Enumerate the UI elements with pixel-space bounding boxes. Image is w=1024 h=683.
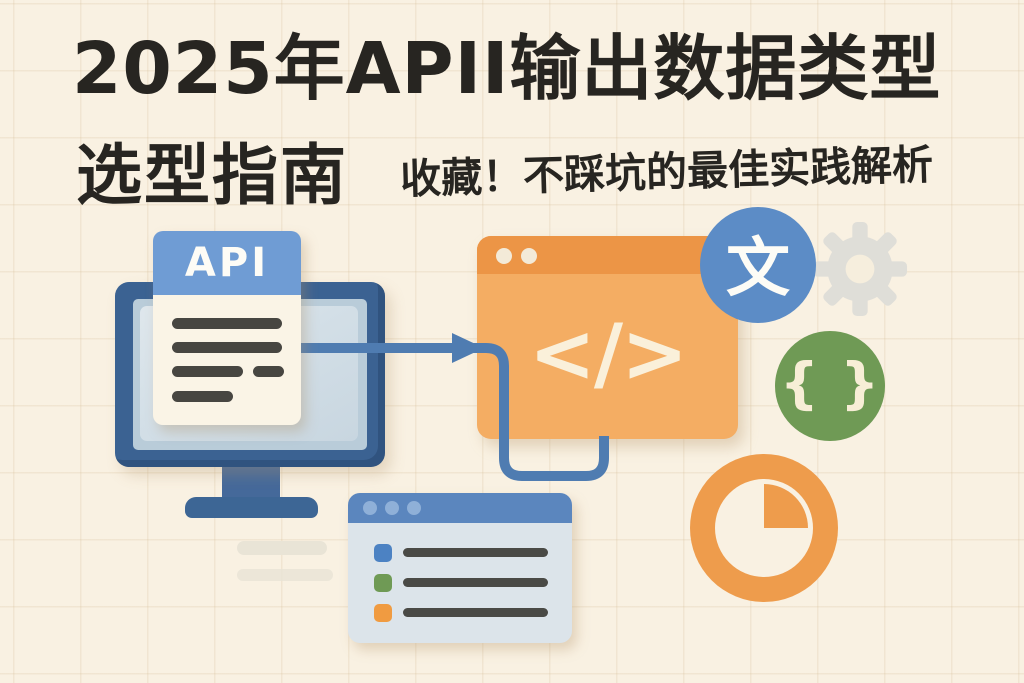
monitor-stand-neck bbox=[222, 465, 280, 501]
code-slash-icon: </> bbox=[528, 307, 688, 400]
doc-text-line bbox=[172, 318, 282, 329]
doc-text-line bbox=[253, 366, 284, 377]
list-window bbox=[348, 493, 572, 643]
list-text-line bbox=[403, 608, 548, 617]
json-braces-icon: { } bbox=[775, 331, 885, 441]
window-dot-icon bbox=[407, 501, 421, 515]
api-document-card: API bbox=[153, 231, 301, 425]
window-dot-icon bbox=[521, 248, 537, 264]
gear-icon bbox=[812, 221, 908, 317]
api-label: API bbox=[184, 240, 270, 286]
decorative-bar bbox=[237, 541, 327, 555]
title-line-1: 2025年APII输出数据类型 bbox=[72, 27, 942, 110]
subtitle: 收藏！不踩坑的最佳实践解析 bbox=[399, 140, 934, 204]
pie-chart-icon bbox=[688, 452, 840, 604]
list-text-line bbox=[403, 578, 548, 587]
window-dot-icon bbox=[496, 248, 512, 264]
code-window: </> bbox=[477, 236, 738, 439]
list-window-titlebar bbox=[348, 493, 572, 523]
list-text-line bbox=[403, 548, 548, 557]
title-line-2: 选型指南 bbox=[76, 137, 348, 214]
list-bullet-green bbox=[374, 574, 392, 592]
language-icon: 文 bbox=[700, 207, 816, 323]
api-document-header: API bbox=[153, 231, 301, 295]
list-bullet-blue bbox=[374, 544, 392, 562]
braces-glyph: { } bbox=[779, 351, 881, 415]
doc-text-line bbox=[172, 366, 243, 377]
decorative-bar bbox=[237, 569, 333, 581]
language-glyph: 文 bbox=[726, 232, 790, 306]
doc-text-line bbox=[172, 391, 233, 402]
list-bullet-orange bbox=[374, 604, 392, 622]
doc-text-line bbox=[172, 342, 282, 353]
window-dot-icon bbox=[385, 501, 399, 515]
window-dot-icon bbox=[363, 501, 377, 515]
code-window-titlebar bbox=[477, 236, 738, 274]
monitor-stand-base bbox=[185, 497, 318, 518]
